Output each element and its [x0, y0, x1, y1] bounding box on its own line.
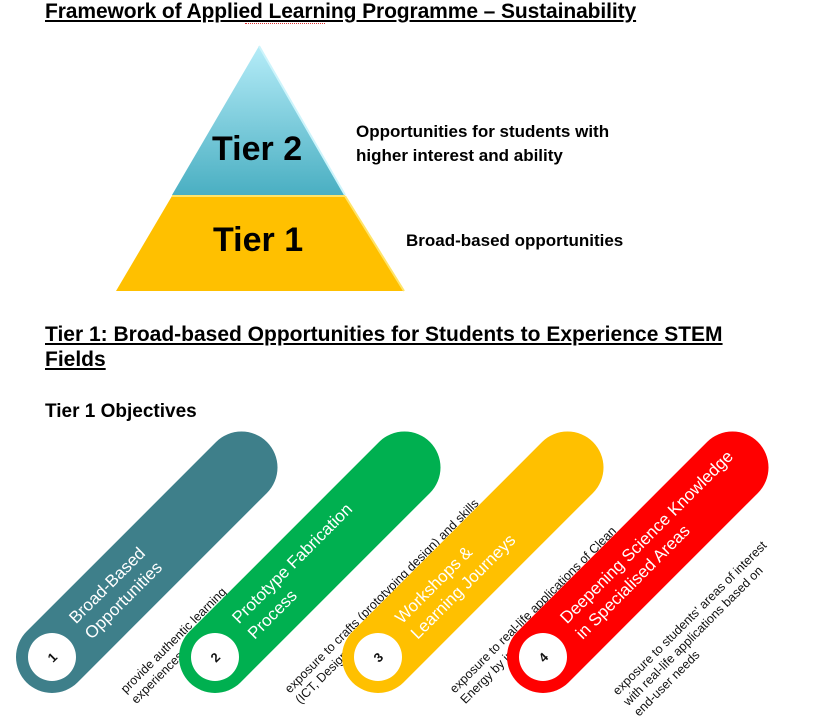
objective-number-badge: 4	[509, 623, 577, 691]
objectives-heading: Tier 1 Objectives	[45, 401, 197, 422]
tier1-shape	[116, 196, 404, 291]
tier2-label: Tier 2	[212, 130, 303, 168]
spellcheck-underline	[245, 20, 325, 24]
tier2-shape	[172, 46, 345, 195]
tier1-description: Broad-based opportunities	[406, 231, 624, 250]
objective-number-badge: 3	[344, 623, 412, 691]
section-heading: Tier 1: Broad-based Opportunities for St…	[45, 323, 723, 371]
objective-title: Broad-Based Opportunities	[55, 532, 177, 654]
objective-number-badge: 1	[18, 623, 86, 691]
tier2-description: Opportunities for students with higher i…	[356, 120, 686, 168]
tier1-label: Tier 1	[213, 221, 304, 259]
page-title: Framework of Applied Learning Programme …	[45, 0, 637, 23]
tier2-description-line: Opportunities for students with	[356, 122, 610, 141]
tier2-description-line: higher interest and ability	[356, 146, 563, 165]
tier-pyramid	[116, 45, 405, 292]
objective-number-badge: 2	[181, 623, 249, 691]
